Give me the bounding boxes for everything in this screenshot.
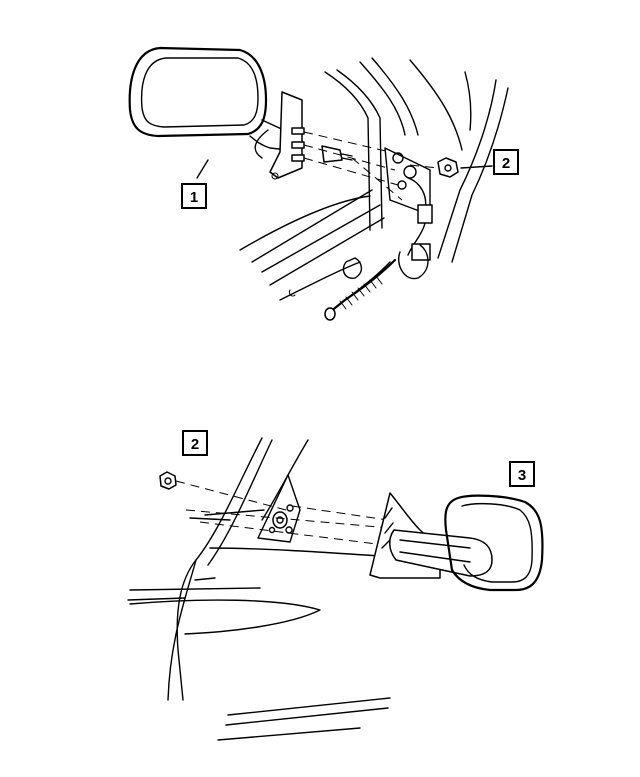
- door-panel-icon: [127, 437, 391, 741]
- callout-2-bottom: 2: [182, 430, 208, 456]
- callout-2-bottom-label: 2: [191, 436, 199, 453]
- callout-2-top-label: 2: [502, 155, 510, 172]
- callout-3: 3: [509, 461, 535, 487]
- callout-2-top: 2: [493, 149, 519, 175]
- nut-icon: [159, 471, 177, 490]
- wiring-harness-icon: [324, 177, 433, 321]
- mirror-assembly-icon: [128, 46, 353, 180]
- callout-1: 1: [181, 183, 207, 209]
- bottom-view: 2 3: [127, 430, 544, 741]
- nut-icon: [437, 157, 459, 178]
- door-frame-top: [239, 57, 509, 301]
- top-view: 1 2: [128, 46, 519, 321]
- callout-1-label: 1: [190, 189, 198, 206]
- callout-3-label: 3: [518, 467, 526, 484]
- mirror-assembly-icon: [369, 492, 544, 592]
